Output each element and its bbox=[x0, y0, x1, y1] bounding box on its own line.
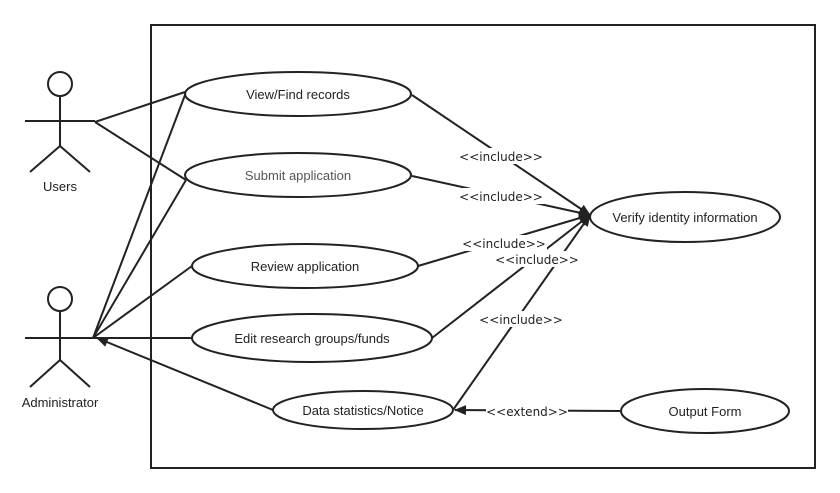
actor-users-right-leg bbox=[59, 145, 91, 173]
actor-admin-left-leg bbox=[29, 359, 61, 388]
use-case-view-find-records-label: View/Find records bbox=[246, 87, 350, 102]
use-case-edit-research-groups: Edit research groups/funds bbox=[191, 313, 433, 363]
association-lines bbox=[92, 91, 274, 411]
include-line-edit bbox=[431, 214, 591, 339]
use-case-edit-research-groups-label: Edit research groups/funds bbox=[234, 331, 390, 346]
include-label-review: <<include>> bbox=[462, 237, 546, 251]
system-boundary bbox=[150, 24, 816, 469]
actor-users-label: Users bbox=[43, 179, 77, 194]
actor-admin-right-leg bbox=[59, 359, 91, 388]
include-label-view: <<include>> bbox=[459, 150, 543, 164]
assoc-admin-view bbox=[92, 94, 186, 339]
use-case-output-form-label: Output Form bbox=[669, 404, 742, 419]
include-label-stats: <<include>> bbox=[479, 313, 563, 327]
extend-label: <<extend>> bbox=[486, 405, 568, 419]
assoc-admin-stats bbox=[96, 337, 274, 411]
use-case-output-form: Output Form bbox=[620, 388, 790, 434]
actor-admin-head bbox=[47, 286, 73, 312]
use-case-data-statistics-label: Data statistics/Notice bbox=[302, 403, 423, 418]
assoc-users-view bbox=[94, 91, 186, 123]
actor-users-left-leg bbox=[29, 145, 61, 173]
use-case-submit-application-label: Submit application bbox=[245, 168, 351, 183]
use-case-view-find-records: View/Find records bbox=[184, 71, 412, 117]
use-case-verify-identity-label: Verify identity information bbox=[612, 210, 757, 225]
include-label-edit: <<include>> bbox=[495, 253, 579, 267]
include-label-submit: <<include>> bbox=[459, 190, 543, 204]
actor-users: Users bbox=[25, 71, 95, 194]
use-case-review-application: Review application bbox=[191, 243, 419, 289]
assoc-admin-review bbox=[92, 265, 193, 339]
use-case-verify-identity: Verify identity information bbox=[589, 191, 781, 243]
assoc-users-submit bbox=[94, 121, 187, 181]
use-case-submit-application: Submit application bbox=[184, 152, 412, 198]
actor-users-head bbox=[47, 71, 73, 97]
use-case-data-statistics: Data statistics/Notice bbox=[272, 390, 454, 430]
assoc-admin-submit bbox=[92, 179, 187, 339]
relation-labels: <<include>> <<include>> <<include>> <<in… bbox=[458, 148, 580, 420]
use-case-review-application-label: Review application bbox=[251, 259, 359, 274]
actor-administrator: Administrator bbox=[22, 286, 99, 410]
actor-admin-label: Administrator bbox=[22, 395, 99, 410]
